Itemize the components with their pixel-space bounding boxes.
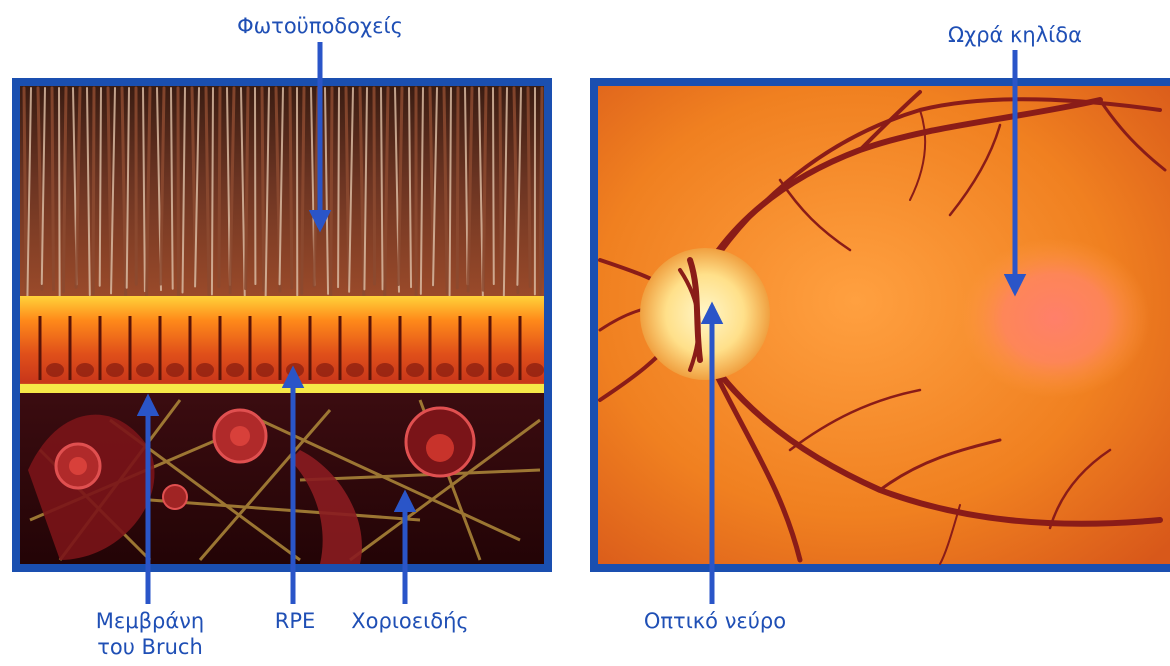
label-bruch-line-2: του Bruch: [60, 634, 240, 660]
label-rpe: RPE: [255, 608, 335, 634]
label-choroid: Χοριοειδής: [330, 608, 490, 634]
bruch-membrane: [20, 384, 544, 393]
fundus-illustration: [590, 78, 1170, 572]
label-bruch-membrane: Μεμβράνη του Bruch: [60, 608, 240, 660]
label-bruch-line-1: Μεμβράνη: [60, 608, 240, 634]
label-optic-nerve: Οπτικό νεύρο: [605, 608, 825, 634]
optic-disc: [640, 248, 770, 380]
retina-layers-illustration: [12, 78, 552, 572]
label-macula: Ωχρά κηλίδα: [905, 22, 1125, 48]
macula: [960, 238, 1150, 398]
label-photoreceptors: Φωτοϋποδοχείς: [210, 13, 430, 39]
